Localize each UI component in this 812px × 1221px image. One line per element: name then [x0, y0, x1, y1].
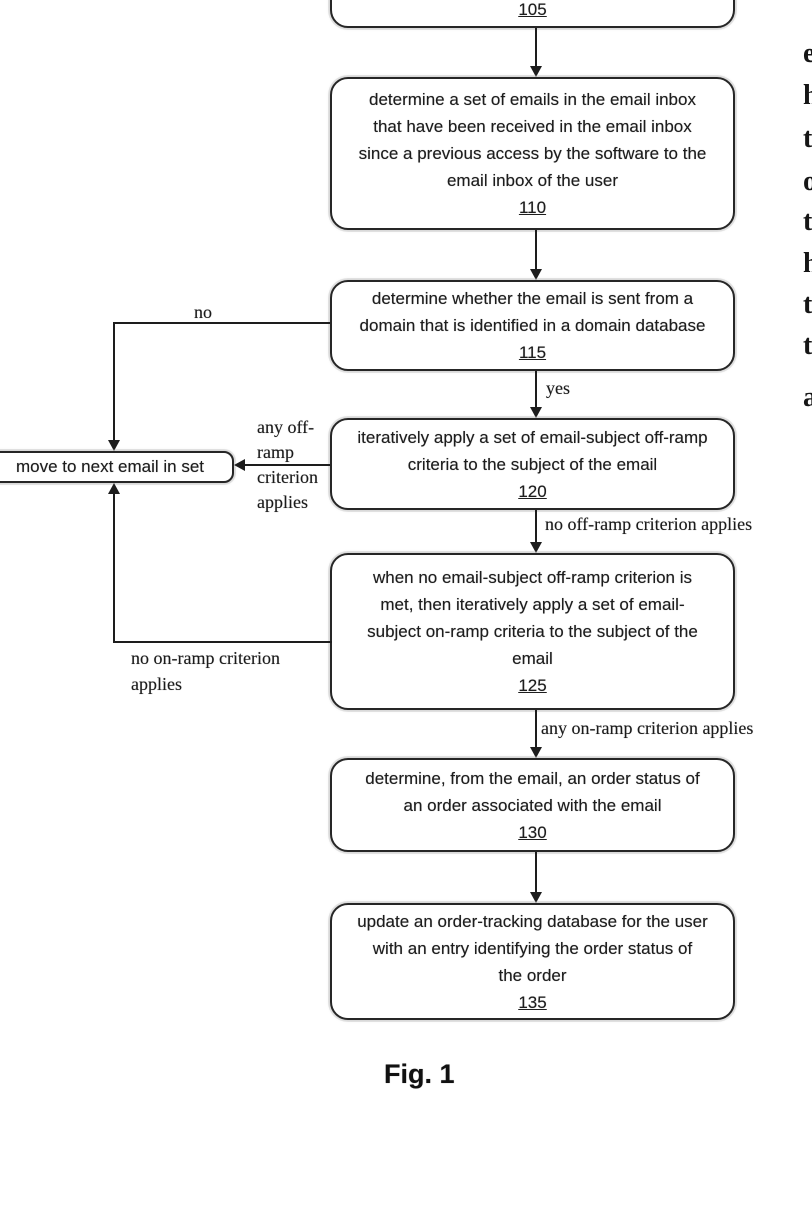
flow-box-115: determine whether the email is sent from…: [330, 280, 735, 371]
arrow-105-110-head: [530, 66, 542, 77]
flow-box-110-text: determine a set of emails in the email i…: [358, 90, 707, 190]
flow-box-115-text: determine whether the email is sent from…: [359, 289, 706, 335]
flow-box-130-number: 130: [518, 822, 547, 842]
arrow-120-125-head: [530, 542, 542, 553]
arrow-115-120-line: [535, 371, 537, 408]
flow-box-125-number: 125: [518, 676, 547, 695]
label-any-on-ramp: any on-ramp criterion applies: [541, 718, 754, 738]
arrow-115-120-head: [530, 407, 542, 418]
cutoff-text-fragment: t: [803, 293, 812, 317]
flow-box-125: when no email-subject off-ramp criterion…: [330, 553, 735, 710]
arrow-110-115-line: [535, 230, 537, 270]
no-on-ramp-branch-head: [108, 483, 120, 494]
arrow-110-115-head: [530, 269, 542, 280]
cutoff-text-fragment: a: [803, 386, 812, 410]
flow-box-120-text: iteratively apply a set of email-subject…: [357, 427, 708, 474]
cutoff-text-fragment: t: [803, 210, 812, 234]
flow-box-105-number: 105: [518, 0, 547, 19]
no-branch-head: [108, 440, 120, 451]
flow-box-135-text: update an order-tracking database for th…: [357, 911, 708, 985]
no-branch-vline: [113, 322, 115, 441]
flow-box-move-text: move to next email in set: [15, 457, 205, 476]
arrow-125-130-head: [530, 747, 542, 758]
figure-caption: Fig. 1: [384, 1059, 455, 1089]
arrow-125-130-line: [535, 710, 537, 748]
flow-box-115-number: 115: [518, 343, 547, 362]
flow-box-105: 105: [330, 0, 735, 28]
flow-box-135: update an order-tracking database for th…: [330, 903, 735, 1020]
flow-box-135-number: 135: [518, 992, 547, 1012]
label-no: no: [194, 302, 212, 322]
no-on-ramp-branch-vline: [113, 492, 115, 643]
flow-box-move-to-next-email: move to next email in set: [0, 451, 234, 483]
cutoff-text-fragment: h: [803, 252, 812, 276]
label-any-off-ramp: any off- ramp criterion applies: [257, 417, 318, 512]
cutoff-text-fragment: o: [803, 170, 812, 194]
label-no-off-ramp: no off-ramp criterion applies: [545, 514, 753, 534]
flow-box-110: determine a set of emails in the email i…: [330, 77, 735, 230]
label-yes: yes: [546, 378, 570, 398]
off-ramp-branch-line: [244, 464, 330, 466]
cutoff-text-fragment: e: [803, 42, 812, 66]
arrow-120-125-line: [535, 510, 537, 543]
off-ramp-branch-head: [234, 459, 245, 471]
flow-box-120: iteratively apply a set of email-subject…: [330, 418, 735, 510]
flow-box-125-text: when no email-subject off-ramp criterion…: [367, 568, 698, 668]
cutoff-text-fragment: h: [803, 84, 812, 108]
cutoff-text-fragment: t: [803, 334, 812, 358]
flow-box-110-number: 110: [518, 198, 547, 217]
flow-box-130-text: determine, from the email, an order stat…: [365, 768, 700, 815]
flow-box-120-number: 120: [518, 481, 547, 501]
no-on-ramp-branch-hline: [113, 641, 332, 643]
arrow-105-110-line: [535, 28, 537, 68]
arrow-130-135-head: [530, 892, 542, 903]
no-branch-hline: [113, 322, 330, 324]
cutoff-text-fragment: t: [803, 127, 812, 151]
arrow-130-135-line: [535, 852, 537, 893]
flow-box-130: determine, from the email, an order stat…: [330, 758, 735, 852]
label-no-on-ramp: no on-ramp criterion applies: [131, 648, 280, 694]
